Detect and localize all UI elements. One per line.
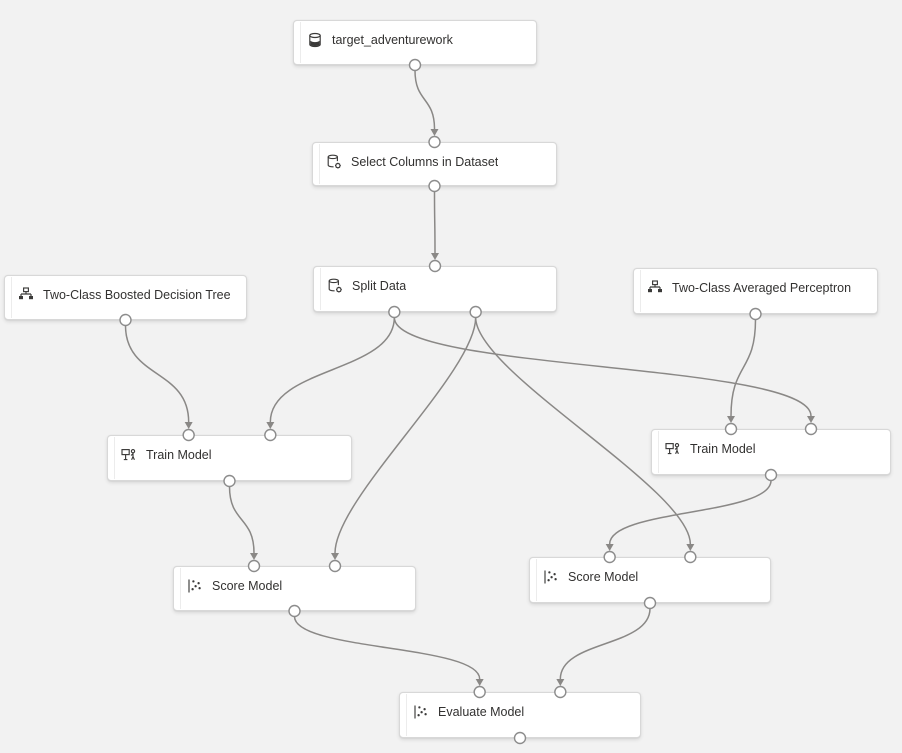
scatter-icon [413, 704, 429, 720]
train-icon [665, 441, 681, 457]
node-score-model-right[interactable]: Score Model [529, 557, 771, 603]
edge-connector[interactable] [414, 70, 436, 130]
edge-arrowhead-icon [727, 416, 735, 423]
node-label: Train Model [146, 448, 212, 462]
node-label: Select Columns in Dataset [351, 155, 499, 169]
edge-connector[interactable] [730, 319, 757, 417]
edge-arrowhead-icon [686, 544, 695, 551]
edge-connector[interactable] [608, 480, 772, 545]
database-icon [307, 32, 323, 48]
node-label: Two-Class Boosted Decision Tree [43, 288, 231, 302]
edge-arrowhead-icon [430, 129, 439, 136]
edge-arrowhead-icon [266, 422, 275, 429]
hierarchy-icon [18, 287, 34, 303]
scatter-icon [543, 569, 559, 585]
node-label: Score Model [212, 579, 283, 593]
node-label: Split Data [352, 279, 407, 293]
node-label: Evaluate Model [438, 705, 525, 719]
edge-arrowhead-icon [475, 679, 484, 686]
scatter-icon [187, 578, 203, 594]
edge-connector[interactable] [334, 317, 477, 554]
node-train-model-left[interactable]: Train Model [107, 435, 352, 481]
edge-connector[interactable] [393, 317, 812, 417]
node-score-model-left[interactable]: Score Model [173, 566, 416, 611]
node-label: Two-Class Averaged Perceptron [672, 281, 852, 295]
edge-arrowhead-icon [556, 679, 565, 686]
database-gear-icon [327, 278, 343, 294]
edge-arrowhead-icon [807, 416, 815, 423]
edge-arrowhead-icon [250, 553, 258, 560]
node-label: Score Model [568, 570, 639, 584]
edge-arrowhead-icon [431, 253, 439, 260]
edge-connector[interactable] [269, 317, 396, 423]
node-label: Train Model [690, 442, 756, 456]
hierarchy-icon [647, 280, 663, 296]
edge-connector[interactable] [124, 325, 190, 423]
edge-arrowhead-icon [331, 553, 339, 560]
edge-arrowhead-icon [605, 544, 614, 551]
node-split-data[interactable]: Split Data [313, 266, 557, 312]
edge-connector[interactable] [293, 616, 481, 680]
edge-connector[interactable] [559, 608, 651, 680]
edge-connector[interactable] [433, 191, 436, 254]
node-two-class-averaged-perceptron[interactable]: Two-Class Averaged Perceptron [633, 268, 878, 314]
node-label: target_adventurework [332, 33, 453, 47]
edge-connector[interactable] [228, 486, 255, 554]
node-two-class-boosted-decision-tree[interactable]: Two-Class Boosted Decision Tree [4, 275, 247, 320]
database-gear-icon [326, 154, 342, 170]
node-target-adventurework[interactable]: target_adventurework [293, 20, 537, 65]
train-icon [121, 447, 137, 463]
edge-arrowhead-icon [184, 422, 193, 429]
node-select-columns[interactable]: Select Columns in Dataset [312, 142, 557, 186]
node-evaluate-model[interactable]: Evaluate Model [399, 692, 641, 738]
node-train-model-right[interactable]: Train Model [651, 429, 891, 475]
